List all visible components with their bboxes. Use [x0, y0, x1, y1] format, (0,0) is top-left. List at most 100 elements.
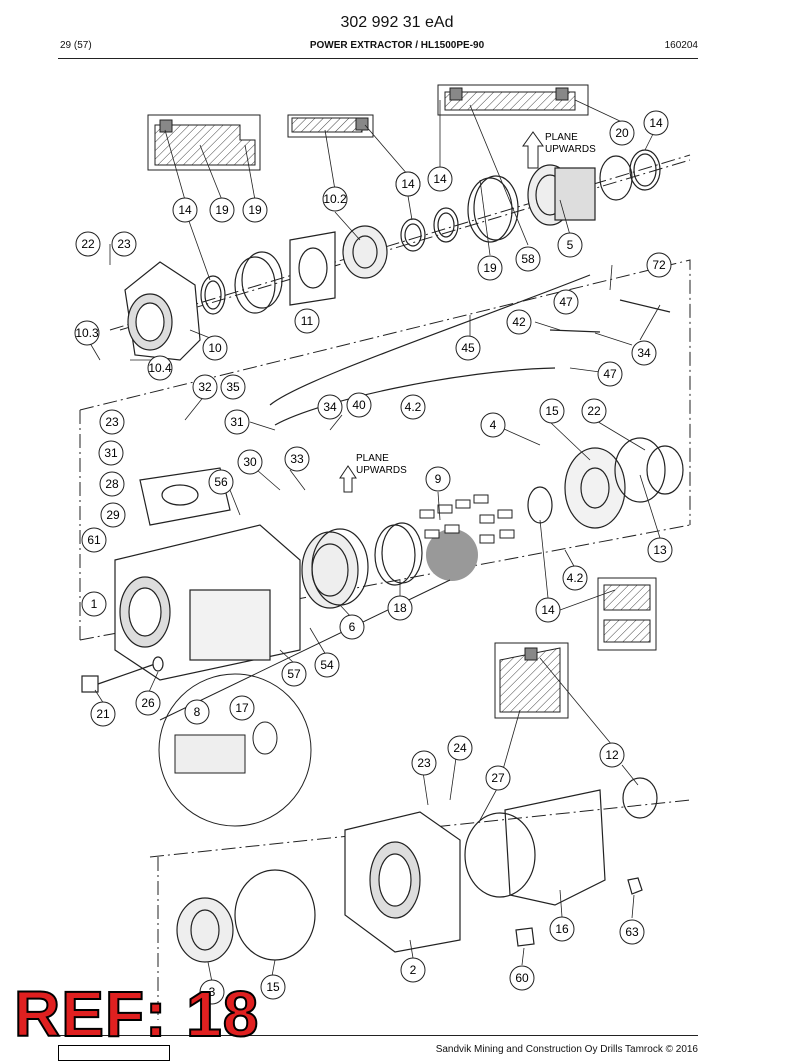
callout-number: 23 [417, 756, 431, 770]
callout-bubble [224, 409, 250, 435]
callout-number: 16 [555, 922, 569, 936]
callout-bubble [447, 735, 473, 761]
callout-bubble [75, 231, 101, 257]
callout-bubble [322, 186, 348, 212]
callout-bubble [553, 289, 579, 315]
callout-number: 5 [567, 238, 574, 252]
callout-bubble [562, 565, 588, 591]
section-detail-1 [147, 114, 261, 171]
callout-bubble [619, 919, 645, 945]
callout-bubble [229, 695, 255, 721]
callout-number: 26 [141, 696, 155, 710]
callout-number: 8 [194, 705, 201, 719]
callout-number: 3 [209, 985, 216, 999]
callout-bubble [509, 965, 535, 991]
callout-bubble [631, 340, 657, 366]
callout-number: 17 [235, 701, 249, 715]
part-9-pistons [419, 494, 515, 581]
callout-bubble [455, 335, 481, 361]
callout-bubble [477, 255, 503, 281]
callout-number: 15 [545, 404, 559, 418]
callout-number: 19 [483, 261, 497, 275]
callout-number: 47 [559, 295, 573, 309]
callout-bubble [242, 197, 268, 223]
callout-number: 56 [214, 475, 228, 489]
callout-number: 19 [215, 203, 229, 217]
callout-bubble [581, 398, 607, 424]
section-detail-3 [437, 84, 589, 116]
callout-number: 23 [117, 237, 131, 251]
callout-number: 61 [87, 533, 101, 547]
callout-number: 31 [104, 446, 118, 460]
callout-number: 14 [401, 177, 415, 191]
callout-number: 4.2 [567, 571, 584, 585]
callout-number: 29 [106, 508, 120, 522]
callout-number: 10.2 [323, 192, 347, 206]
callout-bubble [535, 597, 561, 623]
detail-zoom-circle [158, 579, 451, 827]
callout-bubble [260, 974, 286, 1000]
callout-number: 4 [490, 418, 497, 432]
callout-bubble [74, 320, 100, 346]
callout-bubble [237, 449, 263, 475]
callout-number: 14 [649, 116, 663, 130]
callout-number: 4.2 [405, 400, 422, 414]
section-detail-2 [287, 114, 374, 138]
callout-bubble [557, 232, 583, 258]
page-title: POWER EXTRACTOR / HL1500PE-90 [309, 40, 485, 51]
callout-bubble [284, 446, 310, 472]
header-divider [58, 58, 698, 59]
callout-number: 27 [491, 771, 505, 785]
callout-bubble [646, 252, 672, 278]
callout-bubble [314, 652, 340, 678]
callout-number: 40 [352, 398, 366, 412]
callout-bubble [485, 765, 511, 791]
callout-bubble [317, 394, 343, 420]
callout-bubble [609, 120, 635, 146]
callout-number: 31 [230, 415, 244, 429]
callout-bubble [111, 231, 137, 257]
callout-bubble [506, 309, 532, 335]
callout-bubble [90, 701, 116, 727]
callout-number: 22 [587, 404, 601, 418]
callout-number: 34 [637, 346, 651, 360]
callout-number: 19 [248, 203, 262, 217]
top-row-seals [200, 149, 661, 315]
callout-bubble [339, 614, 365, 640]
callout-bubble [549, 916, 575, 942]
callout-bubble [192, 374, 218, 400]
callout-number: 6 [349, 620, 356, 634]
callout-bubble [147, 355, 173, 381]
document-number: 302 992 31 eAd [340, 14, 454, 31]
reference-stamp: REF: 18 [13, 978, 260, 1050]
callout-number: 63 [625, 925, 639, 939]
callout-number: 2 [410, 963, 417, 977]
callout-bubble [202, 335, 228, 361]
callout-number: 12 [605, 748, 619, 762]
callout-number: 15 [266, 980, 280, 994]
footer-divider [58, 1035, 698, 1036]
plane-upwards-label-1b: UPWARDS [545, 144, 596, 155]
callout-bubble [515, 246, 541, 272]
callout-bubble [209, 197, 235, 223]
callout-number: 34 [323, 400, 337, 414]
callout-bubble [395, 171, 421, 197]
callout-number: 1 [91, 597, 98, 611]
callout-number: 58 [521, 252, 535, 266]
part-10-housing [124, 261, 201, 361]
callout-bubble [427, 166, 453, 192]
callout-bubble [98, 440, 124, 466]
callout-number: 42 [512, 315, 526, 329]
callout-number: 14 [178, 203, 192, 217]
callout-bubble [387, 595, 413, 621]
callout-bubble [294, 308, 320, 334]
callout-number: 72 [652, 258, 666, 272]
part-6-ring [301, 522, 423, 609]
callout-number: 10 [208, 341, 222, 355]
callout-number: 10.3 [75, 326, 99, 340]
plane-upwards-label-1a: PLANE [545, 132, 578, 143]
callout-number: 9 [435, 472, 442, 486]
revision-date: 160204 [664, 40, 698, 51]
callout-bubble [599, 742, 625, 768]
callout-bubble [346, 392, 372, 418]
